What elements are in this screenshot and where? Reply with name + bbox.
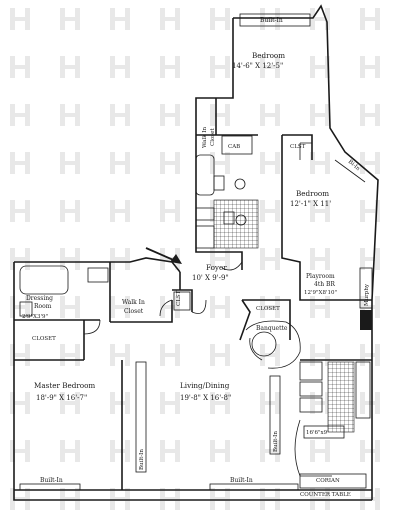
clst-foyer-label: CLST bbox=[176, 290, 182, 306]
walkin-name: Walk In bbox=[122, 299, 145, 306]
bedroom-top-dims: 14'-6" X 12'-5" bbox=[232, 62, 283, 70]
foyer-name: Foyer bbox=[206, 263, 227, 272]
murphy-label: Murphy bbox=[364, 283, 370, 306]
arrow-icon bbox=[145, 247, 182, 264]
walkin-vert-name2: Closet bbox=[210, 128, 216, 146]
builtin-bottom-left-label: Built-In bbox=[40, 477, 63, 484]
foyer-dims: 10' X 9'-9" bbox=[192, 274, 229, 282]
playroom-name2: 4th BR bbox=[314, 281, 335, 288]
master-bath bbox=[19, 265, 191, 317]
kitchen bbox=[294, 359, 372, 489]
closet-living-label: CLOSET bbox=[256, 306, 280, 312]
bedroom-top-name: Bedroom bbox=[252, 51, 285, 60]
walkin-name2: Closet bbox=[124, 308, 144, 315]
bath-upper bbox=[195, 135, 366, 249]
built-in-units bbox=[19, 361, 299, 491]
kitchen-dims: 16'6"x9' bbox=[306, 430, 329, 436]
living-dims: 19'-8" X 16'-8" bbox=[180, 394, 231, 402]
walkin-vert-name: Walk In bbox=[202, 127, 208, 148]
master-dims: 18'-9" X 16'-7" bbox=[36, 394, 87, 402]
builtin-top-label: Built-In bbox=[260, 17, 283, 24]
playroom-walls bbox=[299, 267, 373, 500]
upper-wing-walls bbox=[195, 4, 379, 301]
bedroom-right-dims: 12'-1" X 11' bbox=[290, 200, 331, 208]
main-walls bbox=[13, 257, 372, 501]
playroom-name: Playroom bbox=[306, 273, 335, 280]
corian-label: CORIAN bbox=[316, 478, 340, 484]
clst-right-label: CLST bbox=[290, 144, 306, 150]
closet-master-label: CLOSET bbox=[32, 336, 56, 342]
banquette bbox=[245, 320, 301, 369]
master-name: Master Bedroom bbox=[34, 381, 95, 390]
builtin-bottom-mid-label: Built-In bbox=[230, 477, 253, 484]
living-name: Living/Dining bbox=[180, 381, 230, 390]
bedroom-right-name: Bedroom bbox=[296, 189, 329, 198]
dressing-name2: Room bbox=[34, 303, 52, 310]
builtin-vert-master-label: Built-In bbox=[139, 449, 145, 470]
banquette-label: Banquette bbox=[256, 325, 288, 332]
dressing-dims: 2'9"X3'9" bbox=[22, 314, 48, 320]
door-swings bbox=[83, 261, 243, 335]
counter-table-label: COUNTER TABLE bbox=[300, 492, 351, 498]
dressing-name: Dressing bbox=[26, 295, 53, 302]
cab-label: CAB bbox=[228, 144, 240, 150]
playroom-dims: 12'9"X8'10" bbox=[304, 290, 337, 296]
builtin-vert-living-label: Built-In bbox=[273, 431, 279, 452]
